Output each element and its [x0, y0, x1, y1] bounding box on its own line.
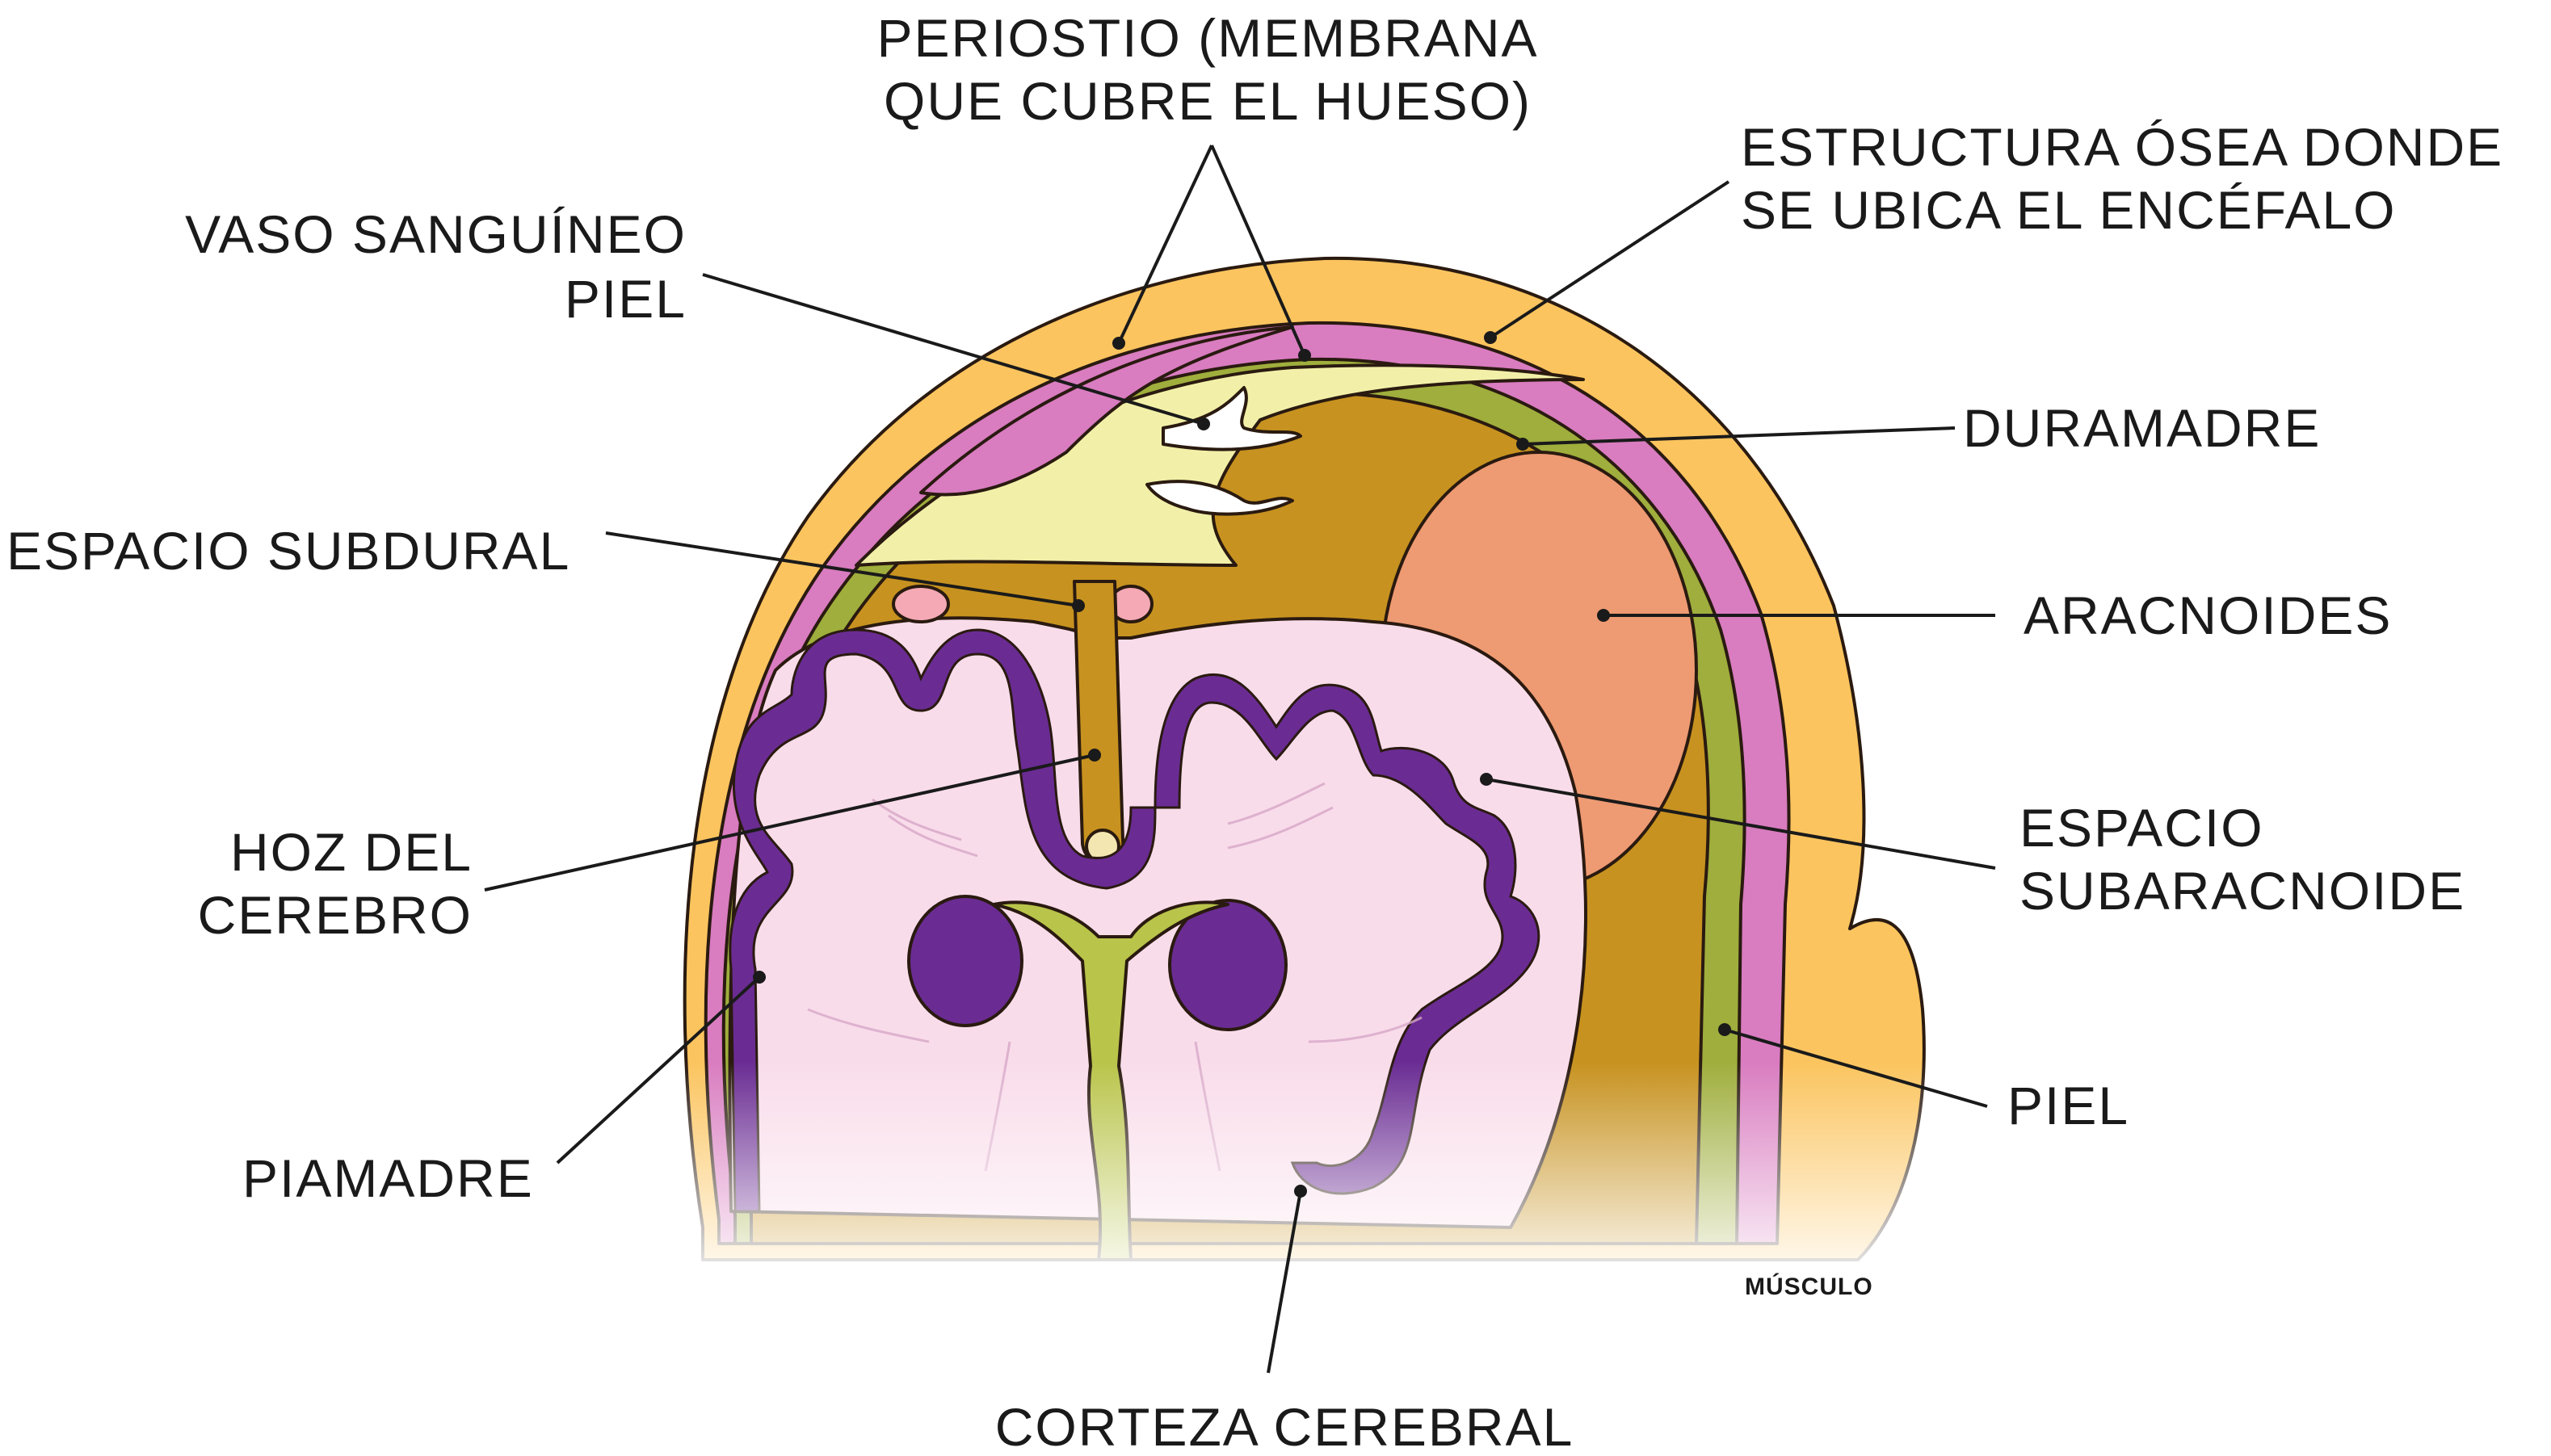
label-aracnoides: ARACNOIDES	[2024, 585, 2392, 645]
label-vaso-sanguineo: VASO SANGUÍNEO	[185, 204, 687, 264]
label-piel-right: PIEL	[2007, 1076, 2129, 1135]
label-espacio-subdural: ESPACIO SUBDURAL	[6, 521, 570, 581]
label-espacio-subaracnoide-line1: ESPACIO	[2019, 798, 2264, 858]
label-espacio-subaracnoide-line2: SUBARACNOIDE	[2019, 861, 2465, 921]
leader-lines	[484, 145, 1996, 1374]
label-periostio-line1: PERIOSTIO (MEMBRANA	[876, 8, 1538, 68]
label-estructura-osea-line1: ESTRUCTURA ÓSEA DONDE	[1741, 117, 2503, 177]
label-estructura-osea-line2: SE UBICA EL ENCÉFALO	[1741, 180, 2397, 240]
label-musculo: MÚSCULO	[1745, 1273, 1873, 1300]
label-duramadre: DURAMADRE	[1963, 398, 2321, 458]
label-hoz-line1: HOZ DEL	[230, 822, 473, 882]
label-piel-top: PIEL	[565, 269, 687, 329]
bottom-fade	[646, 242, 2019, 1292]
label-piamadre: PIAMADRE	[242, 1148, 534, 1208]
label-periostio-line2: QUE CUBRE EL HUESO)	[884, 71, 1532, 131]
label-hoz-line2: CEREBRO	[198, 885, 473, 945]
label-corteza-cerebral: CORTEZA CEREBRAL	[995, 1397, 1574, 1456]
